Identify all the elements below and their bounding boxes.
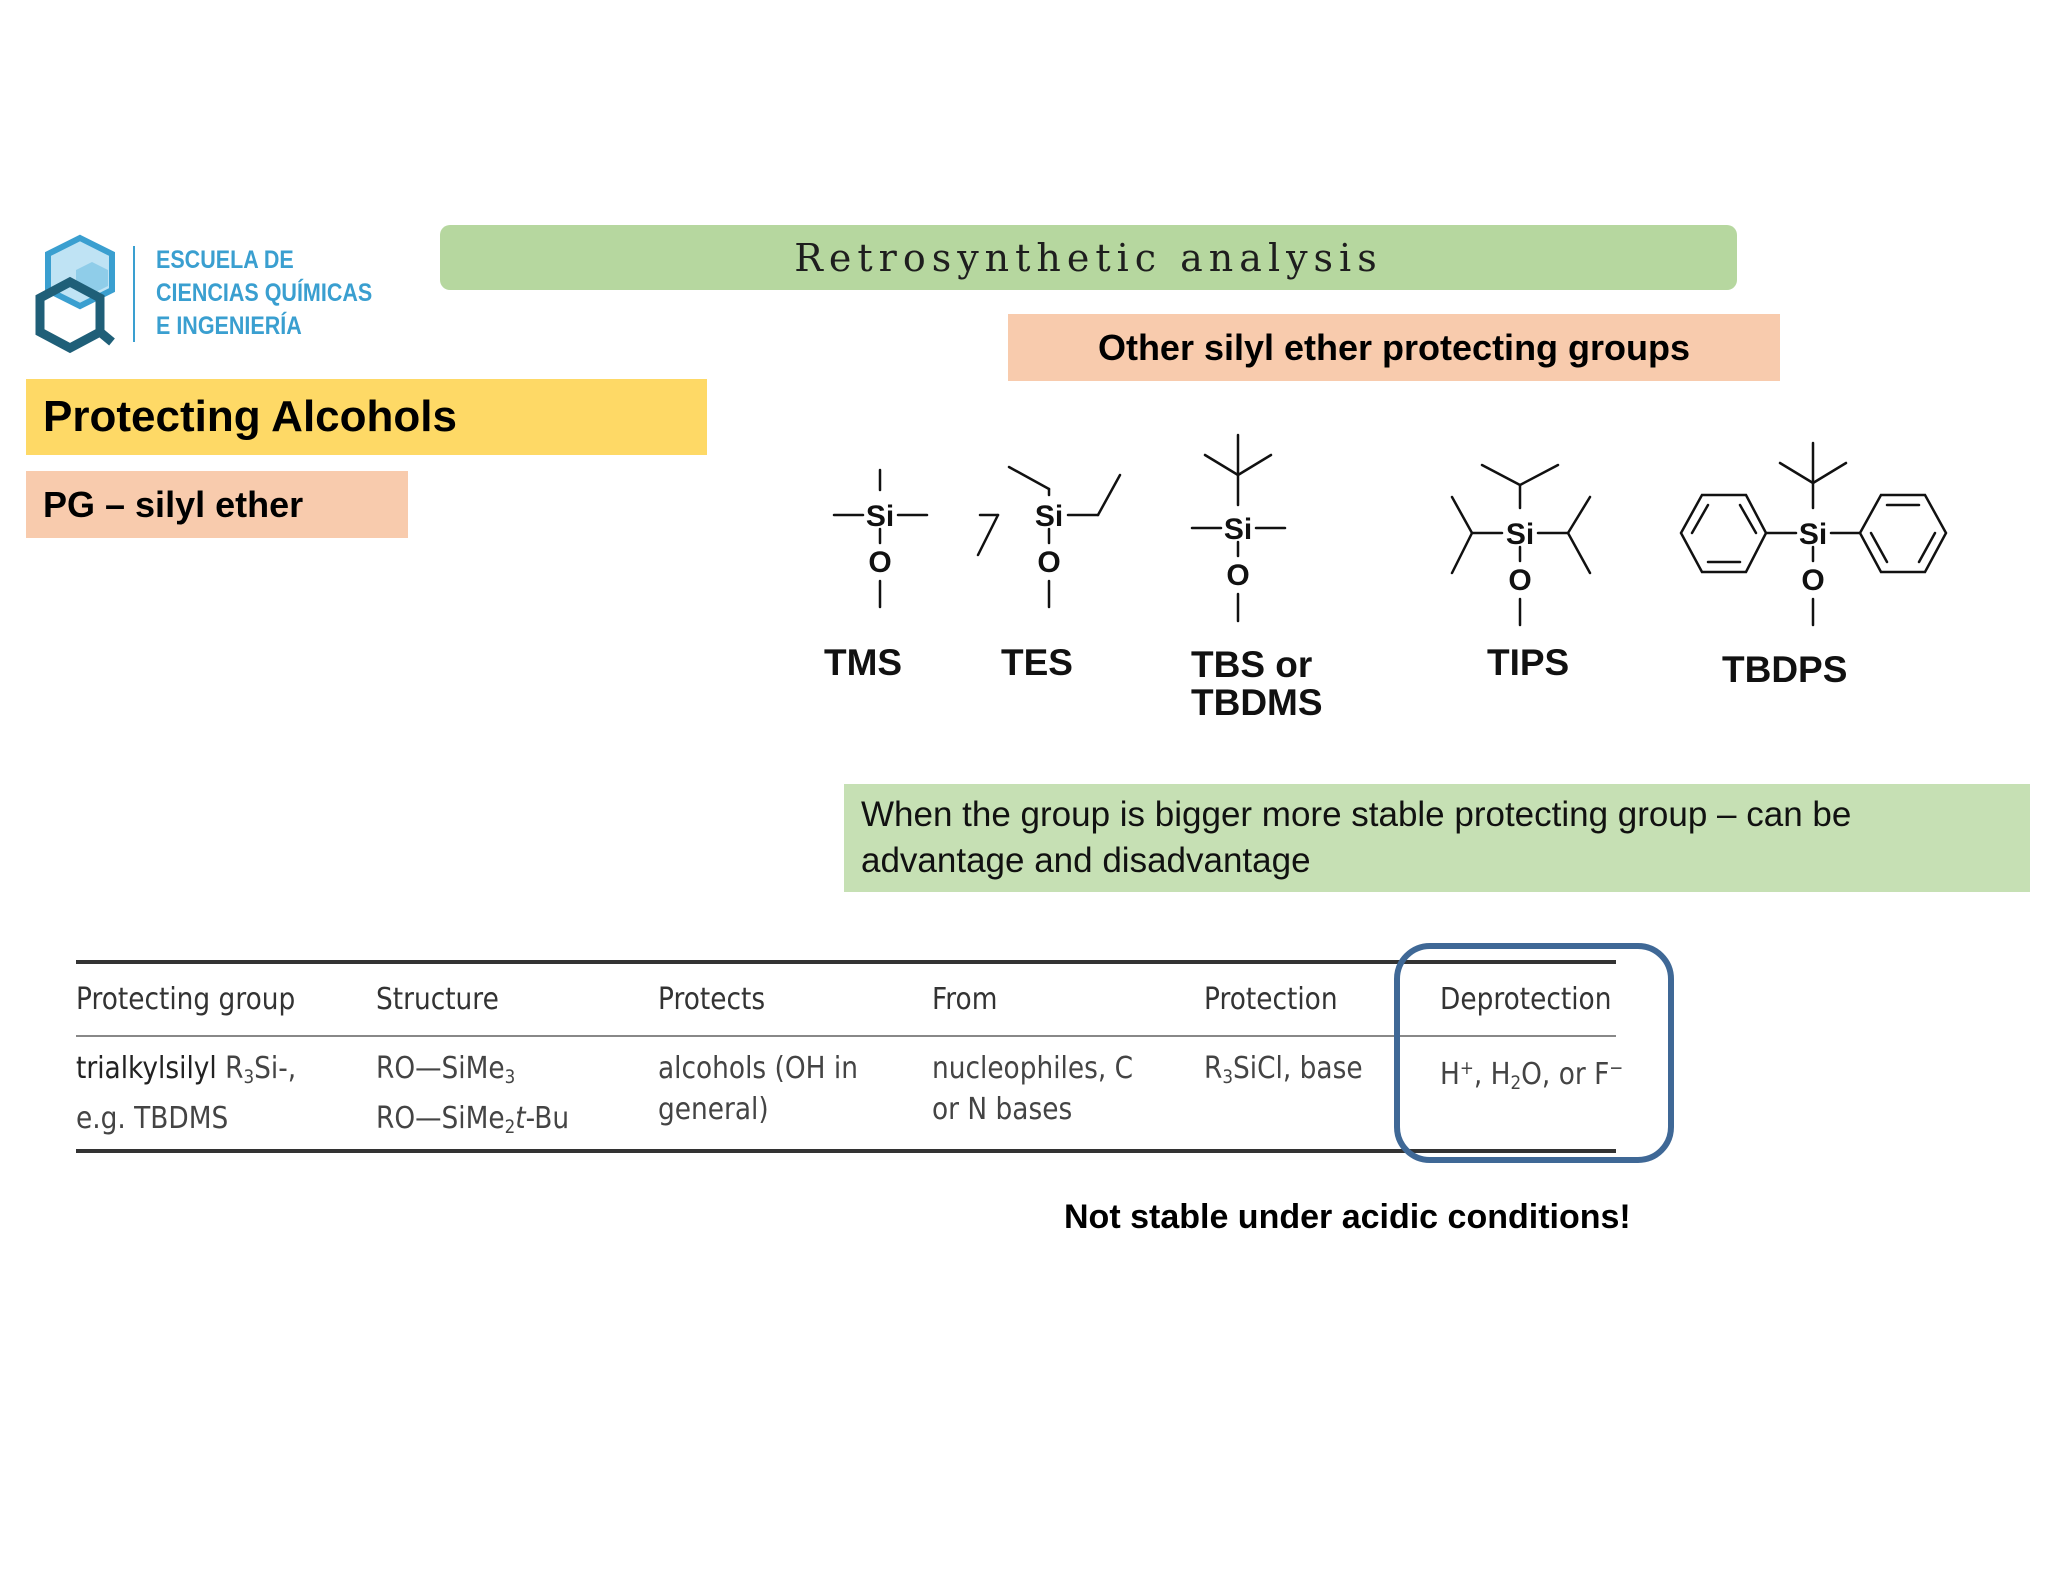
- cell-protection: R3SiCl, base: [1204, 1048, 1363, 1098]
- cell-deprotection-f: O, or F: [1521, 1057, 1610, 1092]
- tips-o-atom: O: [1508, 564, 1531, 597]
- hexagon-logo-icon: [35, 234, 135, 354]
- header-protection: Protection: [1204, 982, 1338, 1017]
- cell-structure-1: RO—SiMe: [376, 1051, 505, 1086]
- cell-deprotection-minus: −: [1609, 1057, 1624, 1079]
- cell-deprotection-h: H: [1440, 1057, 1460, 1092]
- topic-heading-banner: Protecting Alcohols: [26, 379, 707, 455]
- cell-group-r: R: [225, 1051, 244, 1086]
- logo-line-3: E INGENIERÍA: [156, 312, 302, 340]
- label-tes: TES: [1001, 642, 1073, 683]
- label-tips: TIPS: [1487, 642, 1570, 683]
- header-from: From: [932, 982, 998, 1017]
- topic-heading: Protecting Alcohols: [43, 392, 457, 441]
- cell-protects-1: alcohols (OH in: [658, 1051, 858, 1086]
- cell-structure-2-italic: t: [515, 1101, 526, 1136]
- school-logo: [30, 232, 400, 354]
- school-name: ESCUELA DE CIENCIAS QUÍMICAS E INGENIERÍ…: [156, 244, 407, 343]
- tbs-o-atom: O: [1226, 559, 1249, 592]
- acid-warning: Not stable under acidic conditions!: [1064, 1198, 1631, 1236]
- tes-o-atom: O: [1037, 546, 1060, 579]
- cell-deprotection-h2: , H: [1473, 1057, 1511, 1092]
- label-tbs: TBS or TBDMS: [1191, 646, 1323, 722]
- cell-deprotection-plus: +: [1459, 1057, 1474, 1079]
- cell-structure: RO—SiMe3 RO—SiMe2t-Bu: [376, 1048, 569, 1148]
- cell-deprotection-sub: 2: [1510, 1072, 1522, 1094]
- cell-group-sub: 3: [243, 1066, 255, 1088]
- cell-structure-2-bu: -Bu: [525, 1101, 570, 1136]
- table-header-rule: [76, 1035, 1616, 1037]
- tbdps-si-atom: Si: [1799, 518, 1827, 551]
- deprotection-highlight-box: [1394, 943, 1674, 1163]
- header-protects: Protects: [658, 982, 766, 1017]
- cell-protection-r: R: [1204, 1051, 1223, 1086]
- header-protecting-group: Protecting group: [76, 982, 296, 1017]
- cell-protection-reagent: SiCl, base: [1232, 1051, 1363, 1086]
- tbs-si-atom: Si: [1224, 513, 1252, 546]
- cell-group-name: trialkylsilyl: [76, 1051, 217, 1086]
- slide-title-banner: Retrosynthetic analysis: [440, 225, 1737, 290]
- label-tbdps: TBDPS: [1722, 649, 1848, 690]
- silyl-ether-structures: Si O Si O Si O Si O Si O TMS TES TBS or …: [820, 425, 1970, 740]
- topic-subheading-banner: PG – silyl ether: [26, 471, 408, 538]
- label-tbs-line-1: TBS or: [1191, 644, 1313, 685]
- tes-si-atom: Si: [1035, 500, 1063, 533]
- slide-subtitle: Other silyl ether protecting groups: [1097, 326, 1691, 368]
- silyl-structures-drawing: Si O Si O Si O Si O Si O: [832, 433, 1948, 627]
- cell-deprotection: H+, H2O, or F−: [1440, 1048, 1623, 1104]
- cell-protection-sub: 3: [1222, 1066, 1233, 1088]
- tms-o-atom: O: [868, 546, 891, 579]
- cell-group-example: e.g. TBDMS: [76, 1101, 229, 1136]
- logo-line-1: ESCUELA DE: [156, 246, 294, 274]
- table-bottom-rule: [76, 1149, 1616, 1153]
- protecting-group-table: Protecting group Structure Protects From…: [76, 960, 1623, 1160]
- cell-from: nucleophiles, C or N bases: [932, 1048, 1133, 1130]
- cell-from-1: nucleophiles, C: [932, 1051, 1134, 1086]
- label-tms: TMS: [824, 642, 903, 683]
- tbdps-o-atom: O: [1801, 564, 1824, 597]
- label-tbs-line-2: TBDMS: [1191, 682, 1323, 723]
- cell-structure-1-sub: 3: [504, 1066, 516, 1088]
- size-stability-note-banner: When the group is bigger more stable pro…: [844, 784, 2030, 892]
- logo-line-2: CIENCIAS QUÍMICAS: [156, 279, 373, 307]
- tips-si-atom: Si: [1506, 518, 1534, 551]
- topic-subheading: PG – silyl ether: [43, 483, 304, 525]
- cell-structure-2: RO—SiMe: [376, 1101, 505, 1136]
- slide-title: Retrosynthetic analysis: [794, 235, 1383, 280]
- cell-structure-2-sub: 2: [504, 1116, 516, 1138]
- cell-group-si: Si-,: [254, 1051, 297, 1086]
- header-structure: Structure: [376, 982, 499, 1017]
- cell-protecting-group: trialkylsilyl R3Si-, e.g. TBDMS: [76, 1048, 296, 1139]
- tms-si-atom: Si: [866, 500, 894, 533]
- cell-protects: alcohols (OH in general): [658, 1048, 858, 1130]
- cell-protects-2: general): [658, 1092, 769, 1127]
- cell-from-2: or N bases: [932, 1092, 1073, 1127]
- table-top-rule: [76, 960, 1616, 964]
- size-stability-note: When the group is bigger more stable pro…: [861, 795, 1852, 880]
- header-deprotection: Deprotection: [1440, 982, 1612, 1017]
- subtitle-banner: Other silyl ether protecting groups: [1008, 314, 1780, 381]
